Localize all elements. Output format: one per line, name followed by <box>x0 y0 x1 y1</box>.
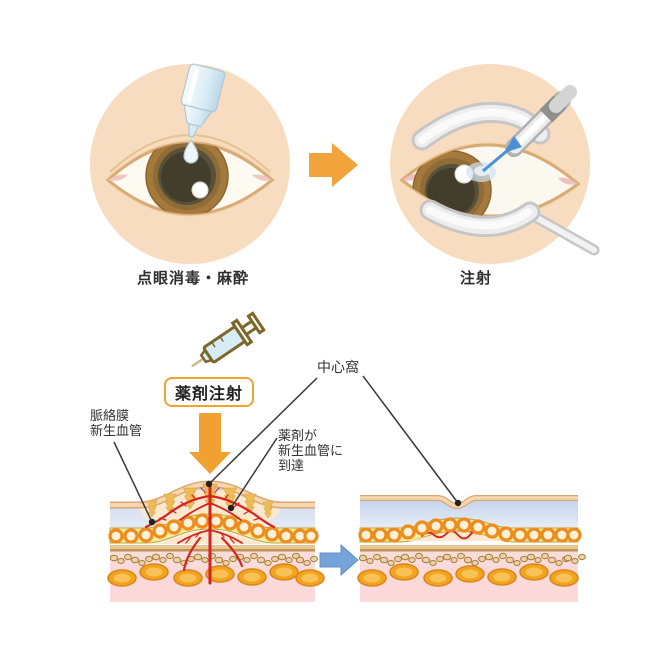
syringe-icon <box>191 311 266 368</box>
bruchs-membrane <box>360 545 578 550</box>
arrow-down-orange-icon <box>189 413 231 474</box>
left-caruncle <box>108 174 128 181</box>
cross-section-after <box>357 495 586 602</box>
eye-drop-icon <box>183 138 199 164</box>
cross-section-before <box>107 480 325 602</box>
arrow-right-blue-icon <box>319 543 359 577</box>
label-fovea: 中心窩 <box>317 360 359 376</box>
injection-syringe-icon <box>466 85 577 182</box>
bruchs-membrane <box>110 545 315 550</box>
leader-dots <box>148 480 462 526</box>
step2-caption: 注射 <box>459 269 492 287</box>
drug-injection-box: 薬剤注射 <box>164 377 254 407</box>
eye-icon <box>104 134 276 217</box>
step1-illustration <box>90 63 290 264</box>
eyedropper-bottle-icon <box>180 63 226 138</box>
retina-cross-section-diagram <box>107 311 586 602</box>
step1-caption: 点眼消毒・麻酔 <box>136 269 249 287</box>
right-caruncle <box>252 174 272 181</box>
right-caruncle <box>558 177 578 185</box>
step2-illustration <box>390 64 600 264</box>
iris-highlight <box>191 181 209 199</box>
arrow-right-orange-icon <box>309 143 358 187</box>
iris <box>145 143 229 214</box>
label-drug-reaches-vessels: 薬剤が 新生血管に 到達 <box>278 429 344 474</box>
label-choroidal-neovascularization: 脈絡膜 新生血管 <box>90 409 143 439</box>
retina-inner-layer <box>360 499 578 528</box>
leader-lines <box>113 375 459 523</box>
